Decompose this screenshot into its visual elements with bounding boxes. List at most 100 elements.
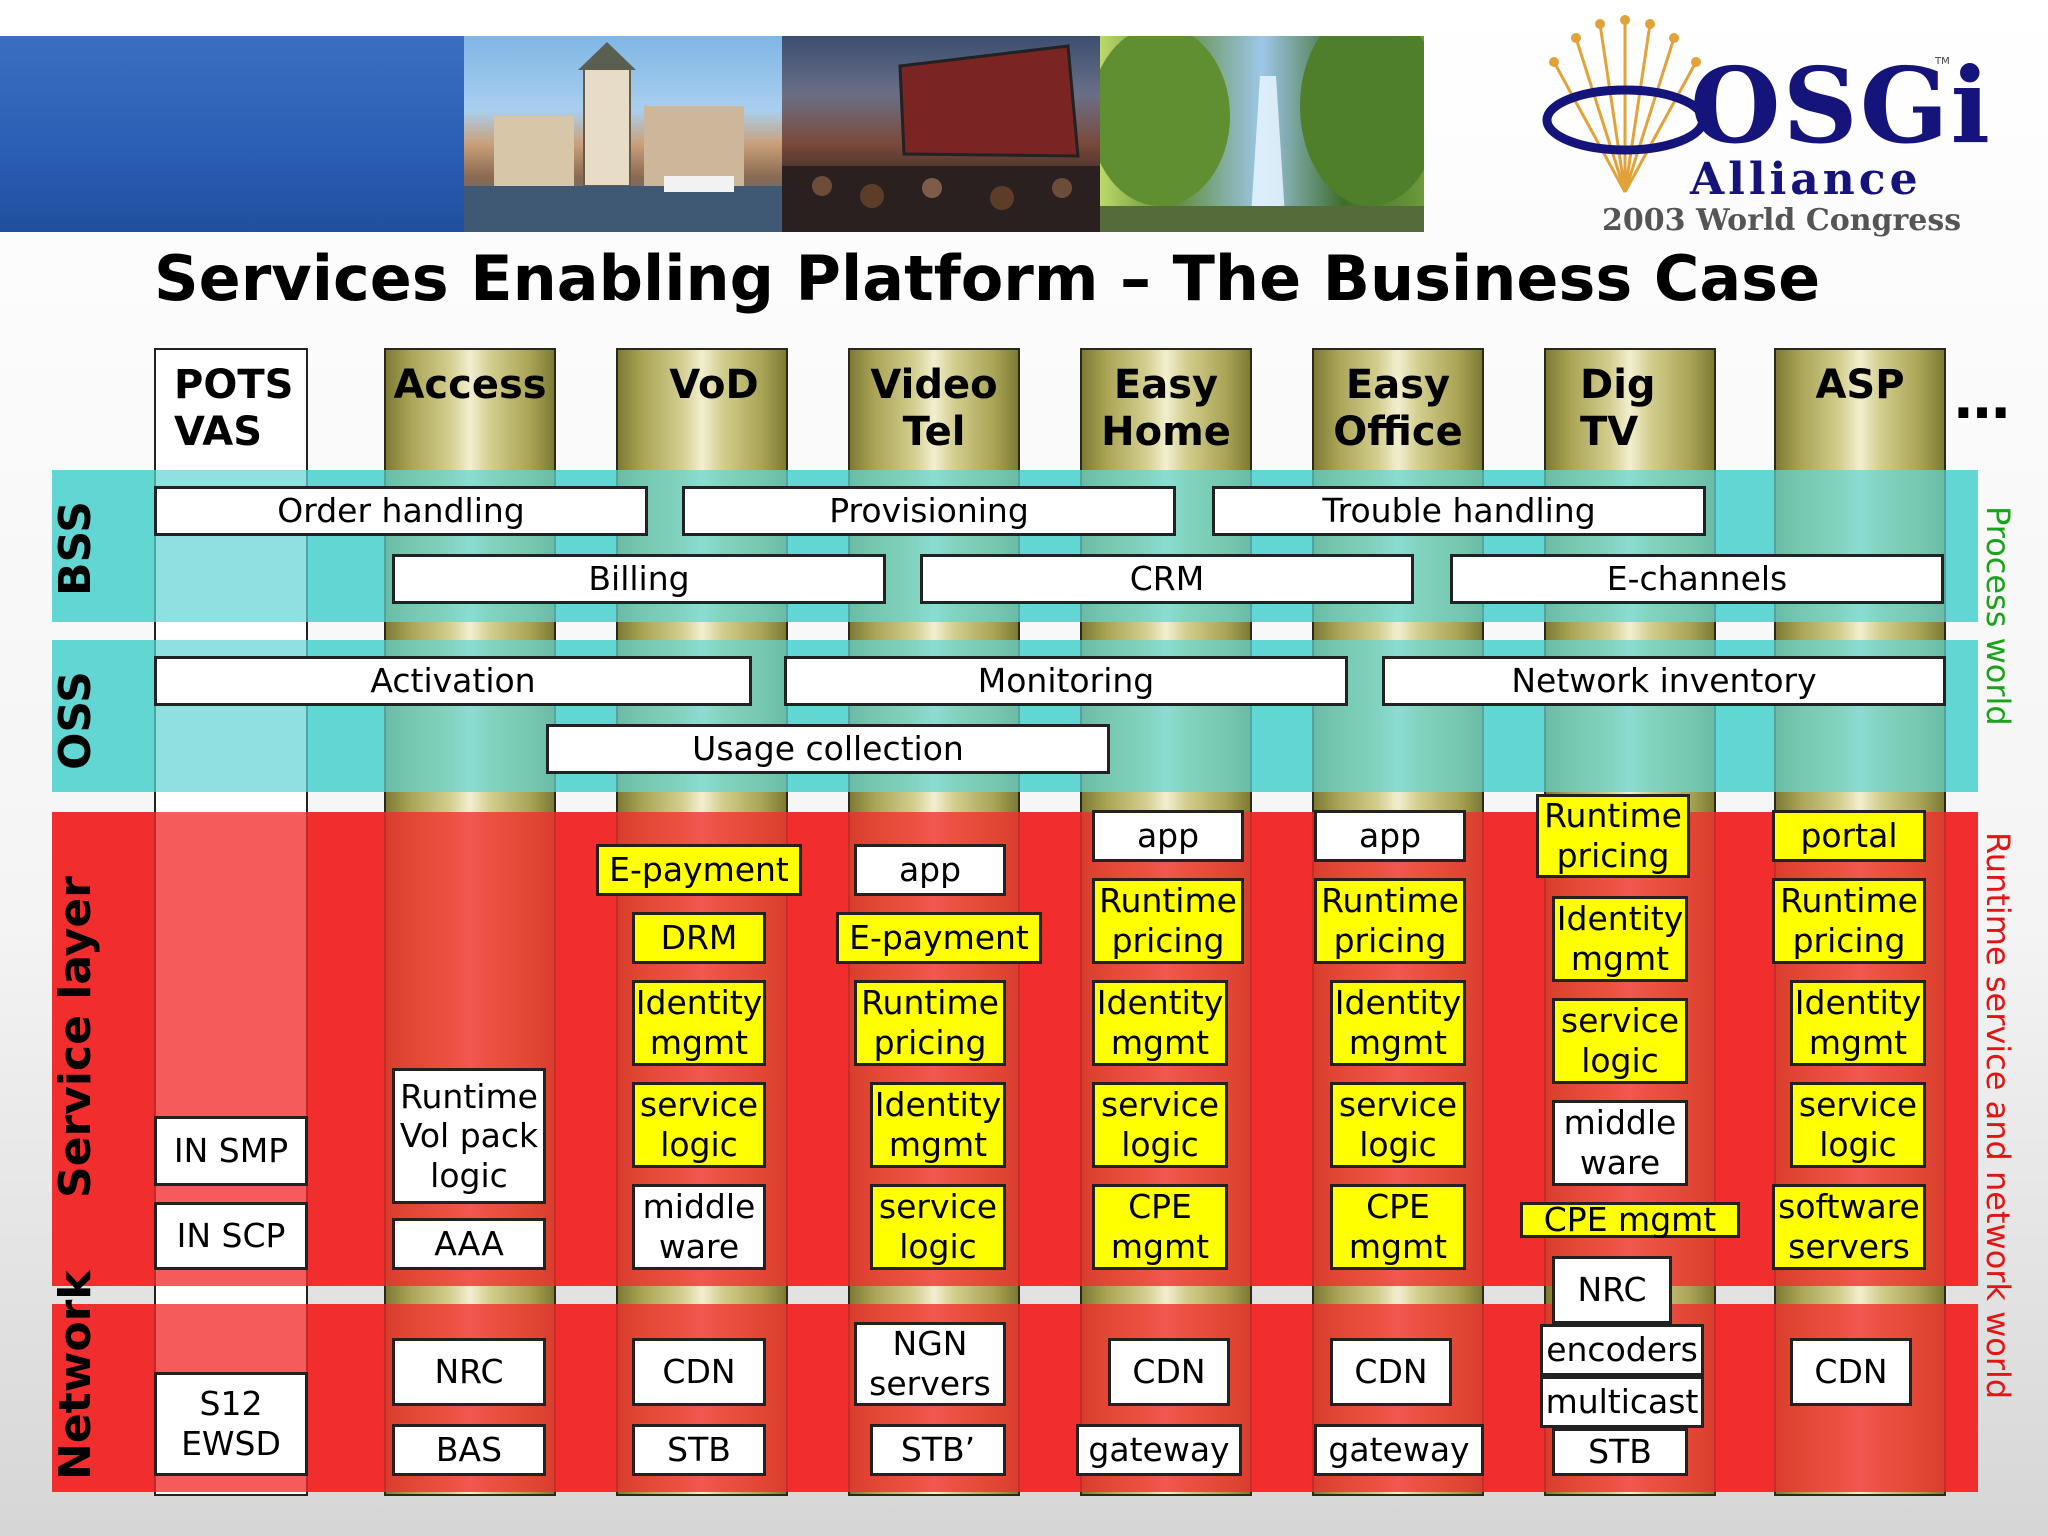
column-title-line: Tel: [902, 409, 966, 456]
digtv-identity-mgmt-box: Identity mgmt: [1552, 896, 1688, 982]
process-world-label: Process world: [1979, 506, 2017, 726]
asp-portal-box: portal: [1772, 810, 1926, 862]
vod-cdn-box: CDN: [632, 1338, 766, 1406]
videotel-runtime-pricing-box: Runtime pricing: [854, 980, 1006, 1066]
column-title-line: Dig: [1580, 362, 1656, 408]
pots-in-smp-box: IN SMP: [154, 1116, 308, 1186]
column-title-line: POTS: [174, 362, 294, 408]
access-nrc-box: NRC: [392, 1338, 546, 1406]
provisioning-box: Provisioning: [682, 486, 1176, 536]
column-title-line: Home: [1101, 409, 1231, 456]
videotel-stb-prime-box: STB’: [870, 1424, 1006, 1476]
cinema-photo: [782, 36, 1100, 232]
logo-alliance-word: Alliance: [1690, 154, 1922, 205]
bss-band-label: BSS: [50, 501, 101, 596]
digtv-service-logic-box: service logic: [1552, 998, 1688, 1084]
asp-identity-mgmt-box: Identity mgmt: [1790, 980, 1926, 1066]
digtv-multicast-box: multicast: [1540, 1376, 1704, 1428]
easyhome-cpe-mgmt-box: CPE mgmt: [1092, 1184, 1228, 1270]
videotel-ngn-servers-box: NGN servers: [854, 1322, 1006, 1406]
city-photo-art: [464, 42, 782, 232]
column-title-line: Easy: [1345, 362, 1451, 408]
column-title-dig-tv: Dig TV: [1580, 362, 1710, 456]
cinema-photo-art: [782, 44, 1100, 232]
trouble-handling-box: Trouble handling: [1212, 486, 1706, 536]
vod-service-logic-box: service logic: [632, 1082, 766, 1168]
asp-software-servers-box: software servers: [1772, 1184, 1926, 1270]
logo-osgi-word: OSGi: [1690, 44, 1993, 167]
network-band-label: Network: [50, 1270, 101, 1480]
column-title-line: TV: [1580, 409, 1639, 456]
slide-title: Services Enabling Platform – The Busines…: [154, 242, 1821, 315]
fountain-photo: [1100, 36, 1424, 232]
digtv-stb-box: STB: [1552, 1428, 1688, 1476]
easyhome-gateway-box: gateway: [1076, 1424, 1242, 1476]
easyoffice-runtime-pricing-box: Runtime pricing: [1314, 878, 1466, 964]
pots-s12-ewsd-box: S12 EWSD: [154, 1372, 308, 1476]
easyhome-identity-mgmt-box: Identity mgmt: [1092, 980, 1228, 1066]
column-title-line: Video: [870, 362, 998, 408]
asp-runtime-pricing-box: Runtime pricing: [1772, 878, 1926, 964]
osgi-logo-rays: [1542, 15, 1708, 193]
column-title-line: VoD: [669, 362, 759, 408]
column-title-line: VAS: [174, 409, 263, 456]
column-title-easy-home: Easy Home: [1080, 362, 1252, 456]
monitoring-box: Monitoring: [784, 656, 1348, 706]
access-bas-box: BAS: [392, 1424, 546, 1476]
e-channels-box: E-channels: [1450, 554, 1944, 604]
order-handling-box: Order handling: [154, 486, 648, 536]
column-title-video-tel: Video Tel: [848, 362, 1020, 456]
runtime-world-label: Runtime service and network world: [1979, 832, 2017, 1400]
access-runtime-vol-pack-box: Runtime Vol pack logic: [392, 1068, 546, 1204]
easyoffice-cpe-mgmt-box: CPE mgmt: [1330, 1184, 1466, 1270]
easyhome-runtime-pricing-box: Runtime pricing: [1092, 878, 1244, 964]
vod-drm-box: DRM: [632, 912, 766, 964]
videotel-service-logic-box: service logic: [870, 1184, 1006, 1270]
service-layer-band-label: Service layer: [50, 876, 101, 1198]
digtv-cpe-mgmt-box: CPE mgmt: [1520, 1200, 1740, 1239]
vod-identity-mgmt-box: Identity mgmt: [632, 980, 766, 1066]
column-title-line: Easy: [1113, 362, 1219, 408]
more-columns-ellipsis: …: [1954, 367, 2010, 432]
easyhome-cdn-box: CDN: [1108, 1338, 1230, 1406]
vod-stb-box: STB: [632, 1424, 766, 1476]
usage-collection-box: Usage collection: [546, 724, 1110, 774]
videotel-identity-mgmt-box: Identity mgmt: [870, 1082, 1006, 1168]
easyoffice-cdn-box: CDN: [1330, 1338, 1452, 1406]
oss-band-label: OSS: [50, 671, 101, 770]
asp-service-logic-box: service logic: [1790, 1082, 1926, 1168]
fountain-photo-art: [1100, 36, 1424, 232]
billing-box: Billing: [392, 554, 886, 604]
vod-e-payment-box: E-payment: [596, 844, 802, 896]
easyoffice-identity-mgmt-box: Identity mgmt: [1330, 980, 1466, 1066]
column-title-pots: POTS VAS: [174, 362, 304, 456]
column-title-access: Access: [384, 362, 556, 409]
network-inventory-box: Network inventory: [1382, 656, 1946, 706]
easyoffice-service-logic-box: service logic: [1330, 1082, 1466, 1168]
activation-box: Activation: [154, 656, 752, 706]
videotel-e-payment-box: E-payment: [836, 912, 1042, 964]
asp-cdn-box: CDN: [1790, 1338, 1912, 1406]
logo-trademark: TM: [1935, 56, 1950, 67]
access-aaa-box: AAA: [392, 1218, 546, 1270]
digtv-nrc-box: NRC: [1552, 1256, 1672, 1324]
easyoffice-app-box: app: [1314, 810, 1466, 862]
easyhome-app-box: app: [1092, 810, 1244, 862]
column-title-line: ASP: [1815, 362, 1905, 408]
easyoffice-gateway-box: gateway: [1314, 1424, 1484, 1476]
vod-middle-ware-box: middle ware: [632, 1184, 766, 1270]
easyhome-service-logic-box: service logic: [1092, 1082, 1228, 1168]
pots-in-scp-box: IN SCP: [154, 1202, 308, 1270]
column-title-line: Office: [1333, 409, 1463, 456]
column-title-asp: ASP: [1774, 362, 1946, 409]
city-photo: [464, 36, 782, 232]
digtv-runtime-pricing-box: Runtime pricing: [1536, 794, 1690, 878]
column-title-easy-office: Easy Office: [1312, 362, 1484, 456]
videotel-app-box: app: [854, 844, 1006, 896]
logo-event-text: 2003 World Congress: [1602, 203, 1962, 238]
crm-box: CRM: [920, 554, 1414, 604]
digtv-encoders-box: encoders: [1540, 1324, 1704, 1376]
column-title-line: Access: [393, 362, 547, 408]
column-title-vod: VoD: [640, 362, 788, 409]
